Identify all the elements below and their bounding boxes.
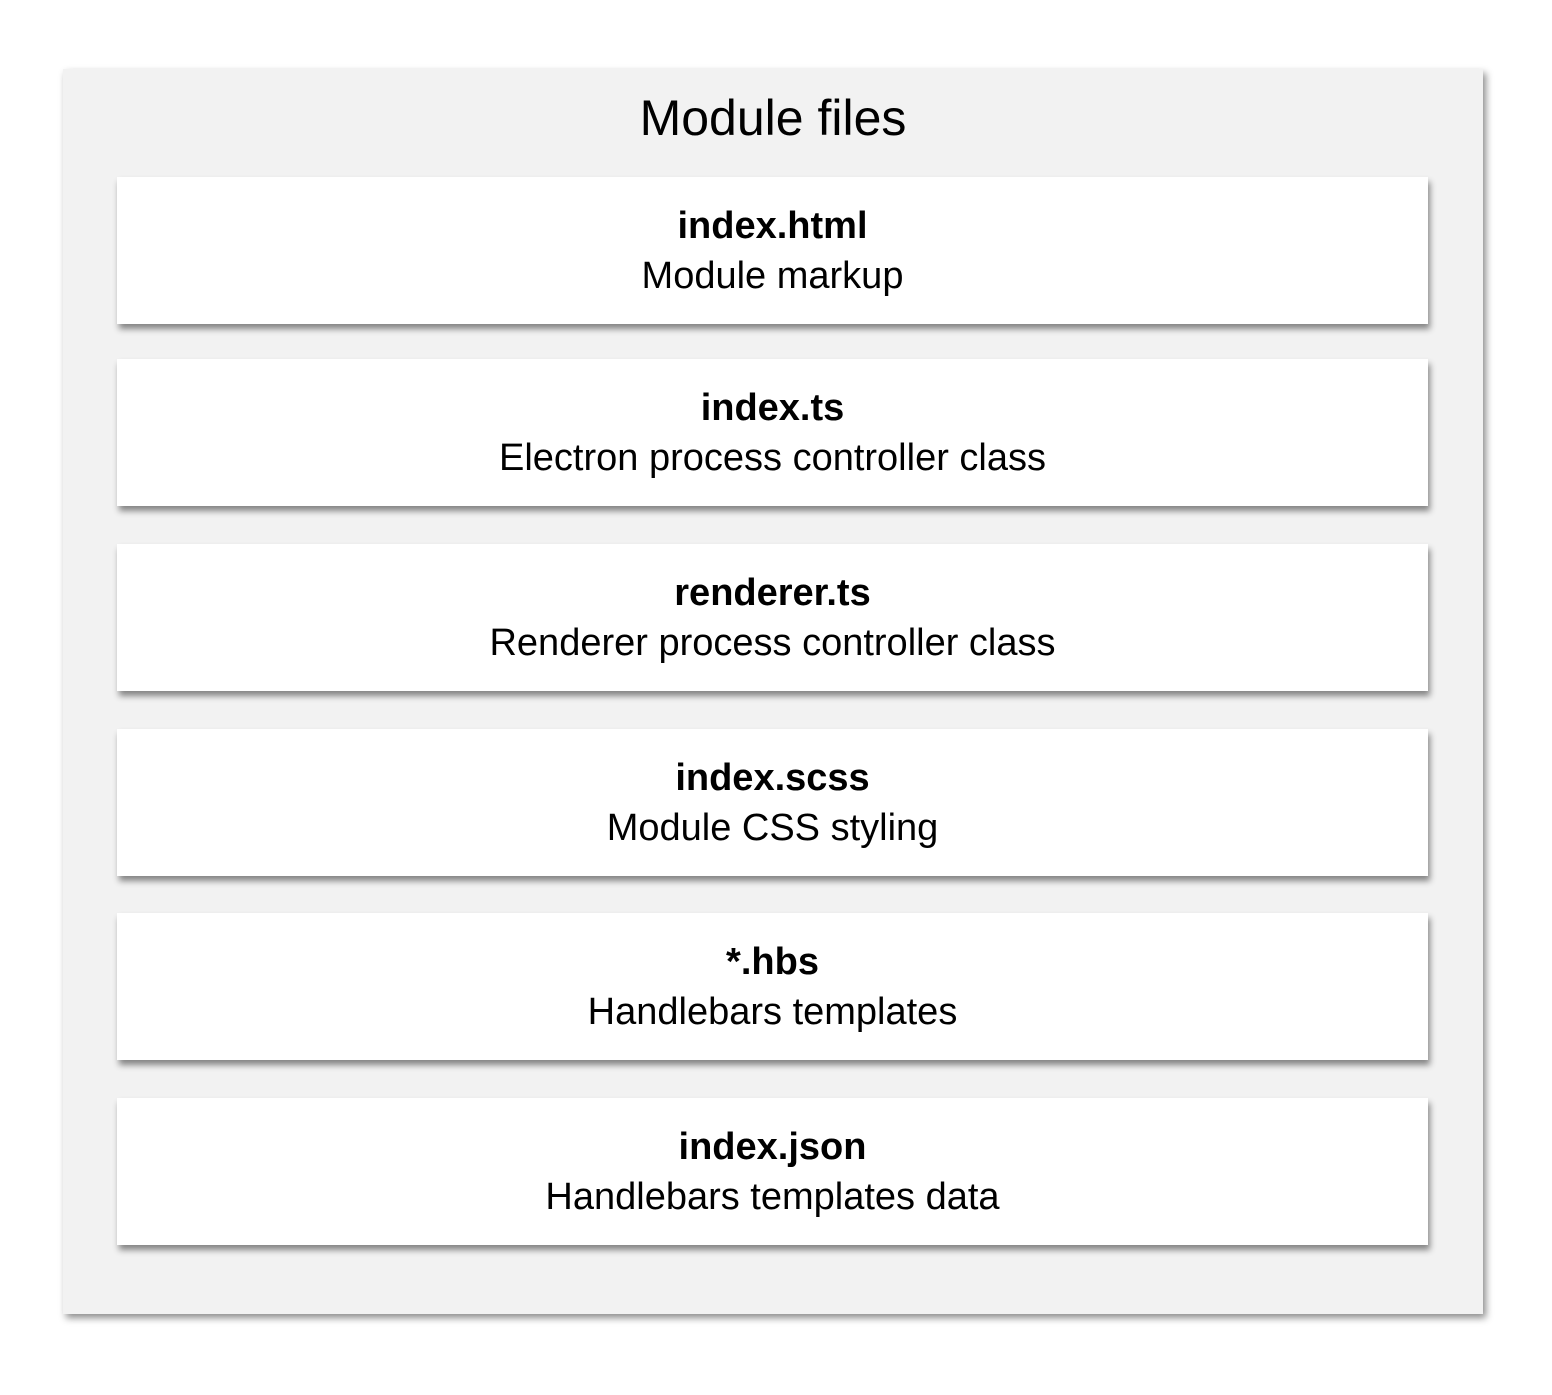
file-description: Renderer process controller class bbox=[489, 621, 1056, 664]
file-box-index-html: index.html Module markup bbox=[117, 177, 1428, 324]
file-box-index-scss: index.scss Module CSS styling bbox=[117, 729, 1428, 876]
file-name: renderer.ts bbox=[674, 571, 871, 614]
module-files-panel: Module files index.html Module markup in… bbox=[63, 69, 1483, 1314]
panel-title: Module files bbox=[639, 90, 907, 146]
file-box-renderer-ts: renderer.ts Renderer process controller … bbox=[117, 544, 1428, 691]
file-name: index.html bbox=[677, 204, 868, 247]
file-description: Electron process controller class bbox=[499, 436, 1046, 479]
file-box-index-json: index.json Handlebars templates data bbox=[117, 1098, 1428, 1245]
file-name: index.scss bbox=[675, 756, 870, 799]
file-description: Module markup bbox=[641, 254, 904, 297]
file-name: *.hbs bbox=[726, 940, 819, 983]
file-description: Handlebars templates data bbox=[545, 1175, 1000, 1218]
file-name: index.ts bbox=[700, 386, 845, 429]
file-box-index-ts: index.ts Electron process controller cla… bbox=[117, 359, 1428, 506]
file-description: Module CSS styling bbox=[606, 806, 939, 849]
file-description: Handlebars templates bbox=[587, 990, 958, 1033]
file-name: index.json bbox=[678, 1125, 867, 1168]
file-box-hbs: *.hbs Handlebars templates bbox=[117, 913, 1428, 1060]
